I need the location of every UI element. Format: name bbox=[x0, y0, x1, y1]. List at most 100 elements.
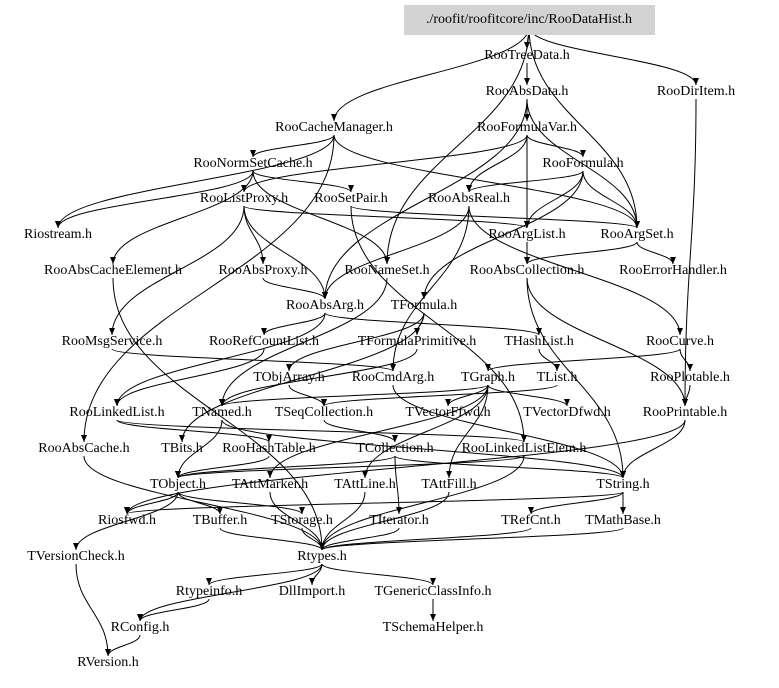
edge-arrowhead bbox=[219, 399, 225, 406]
edge-arrowhead bbox=[524, 221, 530, 228]
node[interactable]: TAttFill.h bbox=[421, 477, 477, 492]
node[interactable]: Riostream.h bbox=[23, 227, 93, 242]
node[interactable]: TAttLine.h bbox=[334, 477, 396, 492]
node[interactable]: RooAbsCollection.h bbox=[469, 263, 585, 278]
node[interactable]: TFormulaPrimitive.h bbox=[357, 334, 477, 349]
dependency-edge bbox=[83, 455, 323, 551]
node[interactable]: RooAbsReal.h bbox=[427, 191, 511, 206]
node[interactable]: RooMsgService.h bbox=[61, 334, 163, 349]
node[interactable]: RooCacheManager.h bbox=[275, 120, 393, 135]
node[interactable]: RooListProxy.h bbox=[199, 191, 289, 206]
node[interactable]: RooArgSet.h bbox=[600, 227, 674, 242]
dependency-edge bbox=[288, 312, 425, 372]
node[interactable]: RooFormula.h bbox=[542, 156, 624, 171]
edge-arrowhead bbox=[682, 399, 688, 406]
dependency-edge bbox=[526, 241, 638, 265]
node[interactable]: TAttMarker.h bbox=[231, 477, 309, 492]
edge-arrowhead bbox=[114, 399, 120, 406]
node[interactable]: RooPrintable.h bbox=[642, 405, 728, 420]
node[interactable]: RooAbsArg.h bbox=[286, 298, 364, 313]
node[interactable]: TObject.h bbox=[149, 477, 207, 492]
edge-arrowhead bbox=[206, 578, 212, 585]
node[interactable]: TStorage.h bbox=[271, 513, 333, 528]
dependency-edge bbox=[526, 170, 584, 229]
dependency-edge bbox=[288, 384, 325, 407]
node[interactable]: Riosfwd.h bbox=[98, 513, 156, 528]
dependency-edge bbox=[126, 491, 179, 515]
dependency-edge bbox=[243, 134, 528, 193]
dependency-edge bbox=[392, 205, 470, 372]
node[interactable]: RooLinkedList.h bbox=[69, 405, 165, 420]
edge-arrowhead bbox=[620, 507, 626, 514]
node[interactable]: RooAbsData.h bbox=[485, 84, 569, 99]
dependency-edge bbox=[350, 205, 638, 229]
node[interactable]: RooNameSet.h bbox=[344, 263, 430, 278]
node[interactable]: RooCurve.h bbox=[645, 334, 715, 349]
dependency-edge bbox=[321, 491, 450, 551]
node[interactable]: TObjArray.h bbox=[253, 370, 325, 385]
node[interactable]: TBits.h bbox=[161, 441, 203, 456]
dependency-edge bbox=[221, 348, 418, 407]
edge-arrowhead bbox=[466, 185, 472, 192]
node[interactable]: TIterator.h bbox=[369, 513, 429, 528]
node[interactable]: TVectorDfwd.h bbox=[523, 405, 611, 420]
node-root[interactable]: ./roofit/roofitcore/inc/RooDataHist.h bbox=[425, 12, 633, 27]
dependency-edge bbox=[208, 563, 323, 586]
node[interactable]: Rtypes.h bbox=[297, 549, 347, 564]
node[interactable]: TBuffer.h bbox=[192, 513, 248, 528]
node[interactable]: RooErrorHandler.h bbox=[619, 263, 727, 278]
dependency-edge bbox=[112, 170, 254, 265]
node[interactable]: RooAbsCacheElement.h bbox=[43, 263, 183, 278]
node[interactable]: TSchemaHelper.h bbox=[382, 620, 484, 635]
node[interactable]: RooPlotable.h bbox=[650, 370, 730, 385]
edge-arrowhead bbox=[430, 578, 436, 585]
node[interactable]: TString.h bbox=[596, 477, 650, 492]
node[interactable]: TSeqCollection.h bbox=[274, 405, 374, 420]
edge-arrowhead bbox=[55, 221, 61, 228]
node[interactable]: RooNormSetCache.h bbox=[193, 156, 313, 171]
node[interactable]: DllImport.h bbox=[278, 584, 346, 599]
node[interactable]: RooSetPair.h bbox=[314, 191, 388, 206]
edge-arrowhead bbox=[445, 399, 451, 406]
edge-arrowhead bbox=[554, 364, 560, 371]
node[interactable]: RooAbsCache.h bbox=[38, 441, 130, 456]
edge-arrowhead bbox=[137, 614, 143, 621]
node[interactable]: RooFormulaVar.h bbox=[477, 120, 577, 135]
edge-arrowhead bbox=[580, 150, 586, 157]
node[interactable]: TCollection.h bbox=[356, 441, 434, 456]
node[interactable]: TRefCnt.h bbox=[501, 513, 561, 528]
node[interactable]: RooArgList.h bbox=[488, 227, 566, 242]
node[interactable]: RooCmdArg.h bbox=[351, 370, 435, 385]
node[interactable]: TVersionCheck.h bbox=[27, 549, 125, 564]
dependency-edge bbox=[243, 205, 326, 300]
node[interactable]: RooTreeData.h bbox=[484, 48, 570, 63]
dependency-edge bbox=[139, 563, 323, 622]
dependency-edge bbox=[177, 491, 221, 515]
node[interactable]: THashList.h bbox=[504, 334, 574, 349]
node[interactable]: TMathBase.h bbox=[585, 513, 661, 528]
node[interactable]: RooAbsProxy.h bbox=[218, 263, 308, 278]
node[interactable]: Rtypeinfo.h bbox=[175, 584, 243, 599]
dependency-edge bbox=[423, 170, 584, 300]
edge-arrowhead bbox=[524, 78, 530, 85]
node[interactable]: RooHashTable.h bbox=[222, 441, 316, 456]
node[interactable]: TVectorFfwd.h bbox=[405, 405, 491, 420]
node[interactable]: TNamed.h bbox=[192, 405, 252, 420]
node[interactable]: RooLinkedListElem.h bbox=[461, 441, 587, 456]
dependency-edge bbox=[333, 26, 530, 122]
node[interactable]: RConfig.h bbox=[110, 620, 170, 635]
node[interactable]: TGraph.h bbox=[460, 370, 516, 385]
dependency-edge bbox=[116, 419, 525, 443]
dependency-edge bbox=[177, 491, 303, 515]
node[interactable]: RooDirItem.h bbox=[656, 84, 736, 99]
node[interactable]: RooRefCountList.h bbox=[208, 334, 320, 349]
dependency-edge bbox=[386, 26, 530, 265]
node[interactable]: TFormula.h bbox=[390, 298, 458, 313]
dependency-edge bbox=[636, 241, 674, 265]
edge-arrowhead bbox=[321, 399, 327, 406]
node[interactable]: TGenericClassInfo.h bbox=[374, 584, 492, 599]
node[interactable]: TList.h bbox=[536, 370, 578, 385]
dependency-edge bbox=[323, 419, 396, 443]
node[interactable]: RVersion.h bbox=[77, 655, 139, 670]
